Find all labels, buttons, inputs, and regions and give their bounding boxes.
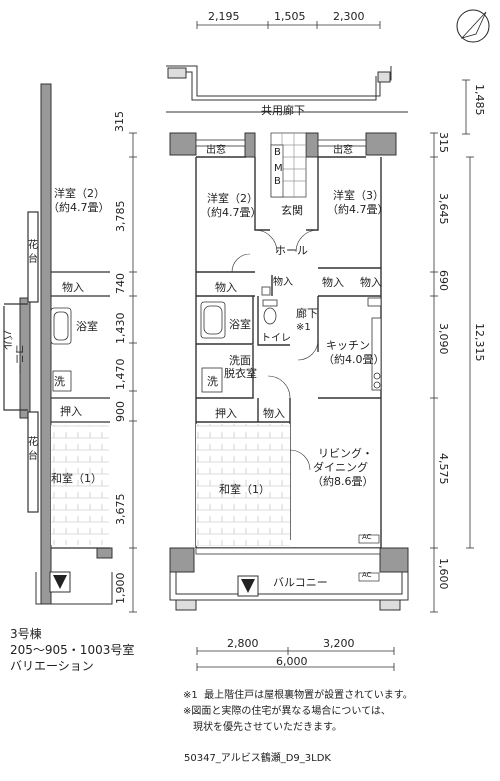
fixtures [200,286,382,393]
dim-right-1: 1,485 [473,84,486,116]
dim-right-7: 4,575 [437,453,450,485]
north-arrow-icon [456,9,490,43]
note-3: 現状を優先させていただきます。 [183,722,342,733]
entrance-arrow-icon [237,575,259,597]
var-balcony-1: バル [1,330,12,350]
room-bath: 浴室 [229,318,251,331]
var-wash: 洗 [54,375,65,388]
room-balcony: バルコニー [273,576,328,589]
balcony-railing [169,572,409,611]
room-living-1: リビング・ [318,447,373,460]
room-hall: ホール [275,244,308,257]
note-mark: ※1 [296,322,311,333]
footer-code: 50347_アルビス鶴瀬_D9_3LDK [184,753,331,764]
main-walls [169,132,409,573]
var-flower-3: 花 [28,437,38,448]
room-datsuishitsu: 脱衣室 [224,367,257,380]
room-oshiire: 押入 [215,407,237,420]
var-closet: 物入 [62,281,84,294]
note-2: ※図面と実際の住宅が異なる場合については、 [183,706,391,717]
room-kitchen-size: （約4.0畳） [323,353,385,366]
ac-label-1: AC [362,533,372,541]
right-dimension-lines [430,79,474,613]
dim-left-4: 1,430 [114,312,127,345]
units-label: 205～905・1003号室 [10,643,135,657]
dim-right-8: 1,600 [437,558,450,590]
var-oshiire: 押入 [60,405,82,418]
room-genkan: 玄関 [281,204,303,217]
dim-bottom-1: 2,800 [227,637,259,650]
room-yoshitsu2-size: （約4.7畳） [200,206,262,219]
dim-left-7: 3,675 [114,493,127,526]
dim-bottom-2: 3,200 [323,637,355,650]
bottom-dimension-lines [196,647,395,671]
variation-label: バリエーション [10,659,94,673]
variation-lines [3,211,110,549]
top-dimension-line [196,21,381,29]
room-toilet: トイレ [261,333,291,344]
room-yoshitsu3-name: 洋室（3） [333,189,384,202]
dim-right-5: 3,090 [437,323,450,355]
room-living-2: ダイニング [313,461,368,474]
ps-label-m: M [274,163,283,174]
ps-label-b2: B [274,176,281,187]
dim-left-6: 900 [114,401,127,422]
door-swings [231,229,319,471]
room-kitchen-name: キッチン [326,339,370,352]
variation-entrance-icon [49,571,71,593]
room-closet-d: 物入 [360,276,382,289]
dim-top-1: 2,195 [208,10,240,23]
ac-units [358,534,380,582]
dim-right-6: 12,315 [473,323,486,362]
var-flower-4: 台 [28,451,38,462]
dim-left-1: 315 [113,111,126,132]
var-yoshitsu2-name: 洋室（2） [54,187,105,200]
window-label-left: 出窓 [206,145,226,156]
dim-left-3: 740 [114,273,127,294]
ps-label-b: B [274,147,281,158]
variation-fixtures [50,307,72,392]
room-senmen: 洗面 [229,354,251,367]
tatami-floor [196,424,290,546]
dim-right-4: 690 [437,270,450,291]
building-label: 3号棟 [10,627,42,641]
room-living-3: （約8.6畳） [312,475,374,488]
room-yoshitsu2-name: 洋室（2） [207,192,258,205]
room-closet-a: 物入 [215,281,237,294]
pipe-space [270,132,307,198]
dim-left-5: 1,470 [114,358,127,391]
dim-right-2: 315 [437,132,450,153]
var-yoshitsu2-size: （約4.7畳） [48,201,110,214]
room-wash: 洗 [207,375,218,388]
var-flower-1: 花 [28,240,38,251]
room-closet-c: 物入 [322,276,344,289]
var-washitsu: 和室（1） [51,472,102,485]
room-closet-b: 物入 [273,277,293,288]
room-washitsu: 和室（1） [219,483,270,496]
ac-label-2: AC [362,571,372,579]
note-1: ※1 最上階住戸は屋根裏物置が設置されています。 [183,690,413,701]
variation-tatami-floor [51,425,109,545]
corridor-label: 共用廊下 [261,104,305,117]
dim-top-2: 1,505 [274,10,306,23]
windows [195,139,381,555]
dim-left-8: 1,900 [114,572,127,605]
dim-top-3: 2,300 [333,10,365,23]
dim-right-3: 3,645 [437,193,450,225]
variation-balcony-railing [35,572,113,605]
corridor-railing [166,65,408,113]
dim-bottom-total: 6,000 [276,655,308,668]
room-rouka: 廊下 [296,307,318,320]
var-bath: 浴室 [76,320,98,333]
room-closet-e: 物入 [263,407,285,420]
var-flower-2: 台 [28,254,38,265]
left-dimension-line [129,132,137,613]
var-balcony-2: コニー [13,344,24,374]
dim-left-2: 3,785 [114,200,127,233]
window-label-right: 出窓 [333,145,353,156]
room-yoshitsu3-size: （約4.7畳） [327,203,389,216]
